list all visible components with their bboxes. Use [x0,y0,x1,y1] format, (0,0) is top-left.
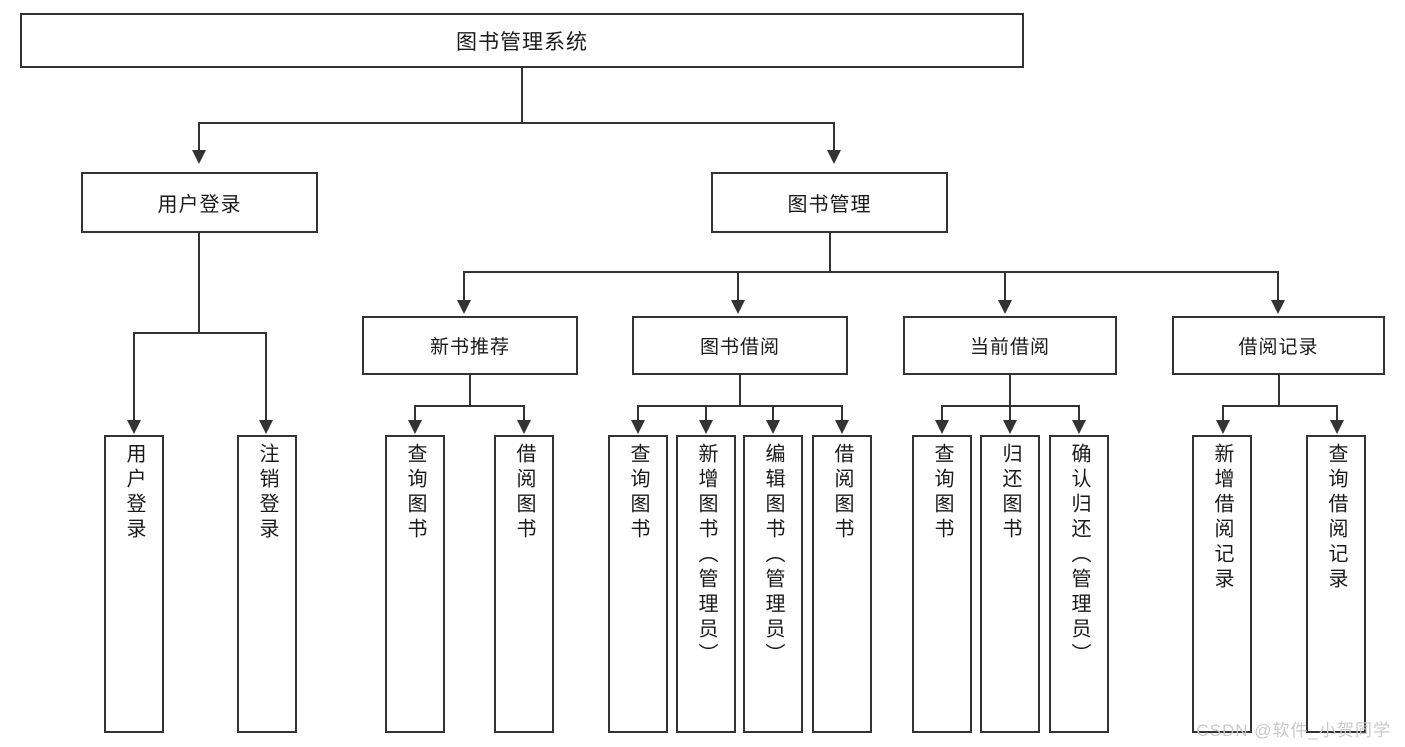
node-root-system[interactable]: 图书管理系统 [20,13,1024,68]
node-label: 新增借阅记录 [1211,443,1233,593]
connector-user-login-stem [198,233,200,333]
node-label: 借阅图书 [831,443,853,543]
connector-nbr-drop-1 [414,405,416,421]
connector-to-borrow-record [1277,271,1279,301]
node-label: 图书管理 [787,194,872,216]
connector-bb-drop-2 [705,405,707,421]
leaf-bb-edit-book[interactable]: 编辑图书（管理员） [743,435,803,733]
connector-user-login-drop-2 [265,332,267,421]
connector-book-borrow-bar [637,405,843,407]
connector-cb-drop-1 [941,405,943,421]
connector-to-new-book-recommend [463,271,465,301]
leaf-bb-add-book[interactable]: 新增图书（管理员） [676,435,736,733]
connector-borrow-record-stem [1278,375,1280,406]
leaf-nbr-query-book[interactable]: 查询图书 [385,435,445,733]
arrow-to-new-book-recommend [457,300,471,314]
leaf-cb-query-book[interactable]: 查询图书 [912,435,972,733]
connector-br-drop-2 [1336,405,1338,421]
connector-to-current-borrow [1004,271,1006,301]
node-label: 用户登录 [123,443,145,543]
connector-root-stem [521,68,523,123]
leaf-bb-borrow-book[interactable]: 借阅图书 [812,435,872,733]
leaf-user-login-login[interactable]: 用户登录 [104,435,164,733]
node-label: 用户登录 [157,194,242,216]
connector-new-book-recommend-bar [414,405,525,407]
connector-nbr-drop-2 [523,405,525,421]
connector-br-drop-1 [1222,405,1224,421]
node-label: 借阅记录 [1238,337,1319,358]
node-label: 注销登录 [256,443,278,543]
leaf-nbr-borrow-book[interactable]: 借阅图书 [494,435,554,733]
arrow-leaf-bb-4 [835,420,849,434]
arrow-leaf-cb-3 [1072,420,1086,434]
node-label: 当前借阅 [969,337,1050,358]
node-label: 新增图书（管理员） [695,443,717,668]
node-label: 借阅图书 [513,443,535,543]
node-label: 归还图书 [999,443,1021,543]
connector-user-login-drop-1 [133,332,135,421]
arrow-to-borrow-record [1271,300,1285,314]
node-book-borrow[interactable]: 图书借阅 [632,316,848,375]
connector-current-borrow-stem [1009,375,1011,406]
connector-bb-drop-4 [841,405,843,421]
arrow-leaf-nbr-1 [408,420,422,434]
connector-cb-drop-3 [1078,405,1080,421]
connector-new-book-recommend-stem [469,375,471,406]
leaf-cb-return-book[interactable]: 归还图书 [980,435,1040,733]
node-book-manage[interactable]: 图书管理 [711,172,948,233]
leaf-br-query-record[interactable]: 查询借阅记录 [1306,435,1366,733]
arrow-leaf-cb-2 [1003,420,1017,434]
leaf-cb-confirm-return[interactable]: 确认归还（管理员） [1049,435,1109,733]
arrow-to-current-borrow [998,300,1012,314]
connector-root-to-book-manage [833,122,835,150]
node-label: 查询图书 [404,443,426,543]
node-label: 查询图书 [627,443,649,543]
leaf-user-login-logout[interactable]: 注销登录 [237,435,297,733]
connector-to-book-borrow [737,271,739,301]
arrow-to-book-borrow [731,300,745,314]
node-label: 图书管理系统 [456,30,588,54]
arrow-to-user-login [192,150,206,164]
connector-user-login-bar [133,332,267,334]
arrow-leaf-bb-2 [699,420,713,434]
connector-book-manage-stem [829,233,831,272]
arrow-leaf-br-2 [1330,420,1344,434]
node-label: 编辑图书（管理员） [762,443,784,668]
connector-book-manage-bar [463,271,1279,273]
arrow-leaf-user-login-1 [127,420,141,434]
arrow-to-book-manage [827,150,841,164]
arrow-leaf-user-login-2 [259,420,273,434]
connector-book-borrow-stem [739,375,741,406]
arrow-leaf-bb-3 [766,420,780,434]
connector-bb-drop-1 [637,405,639,421]
node-user-login[interactable]: 用户登录 [81,172,318,233]
node-current-borrow[interactable]: 当前借阅 [903,316,1117,375]
arrow-leaf-cb-1 [935,420,949,434]
node-label: 图书借阅 [699,337,780,358]
arrow-leaf-br-1 [1216,420,1230,434]
connector-cb-drop-2 [1009,405,1011,421]
node-borrow-record[interactable]: 借阅记录 [1172,316,1385,375]
connector-root-bar [198,122,835,124]
node-label: 确认归还（管理员） [1068,443,1090,668]
node-label: 查询借阅记录 [1325,443,1347,593]
connector-bb-drop-3 [772,405,774,421]
node-label: 新书推荐 [429,337,510,358]
node-new-book-recommend[interactable]: 新书推荐 [362,316,578,375]
connector-borrow-record-bar [1222,405,1338,407]
arrow-leaf-nbr-2 [517,420,531,434]
connector-root-to-user-login [198,122,200,150]
leaf-br-add-record[interactable]: 新增借阅记录 [1192,435,1252,733]
node-label: 查询图书 [931,443,953,543]
leaf-bb-query-book[interactable]: 查询图书 [608,435,668,733]
arrow-leaf-bb-1 [631,420,645,434]
